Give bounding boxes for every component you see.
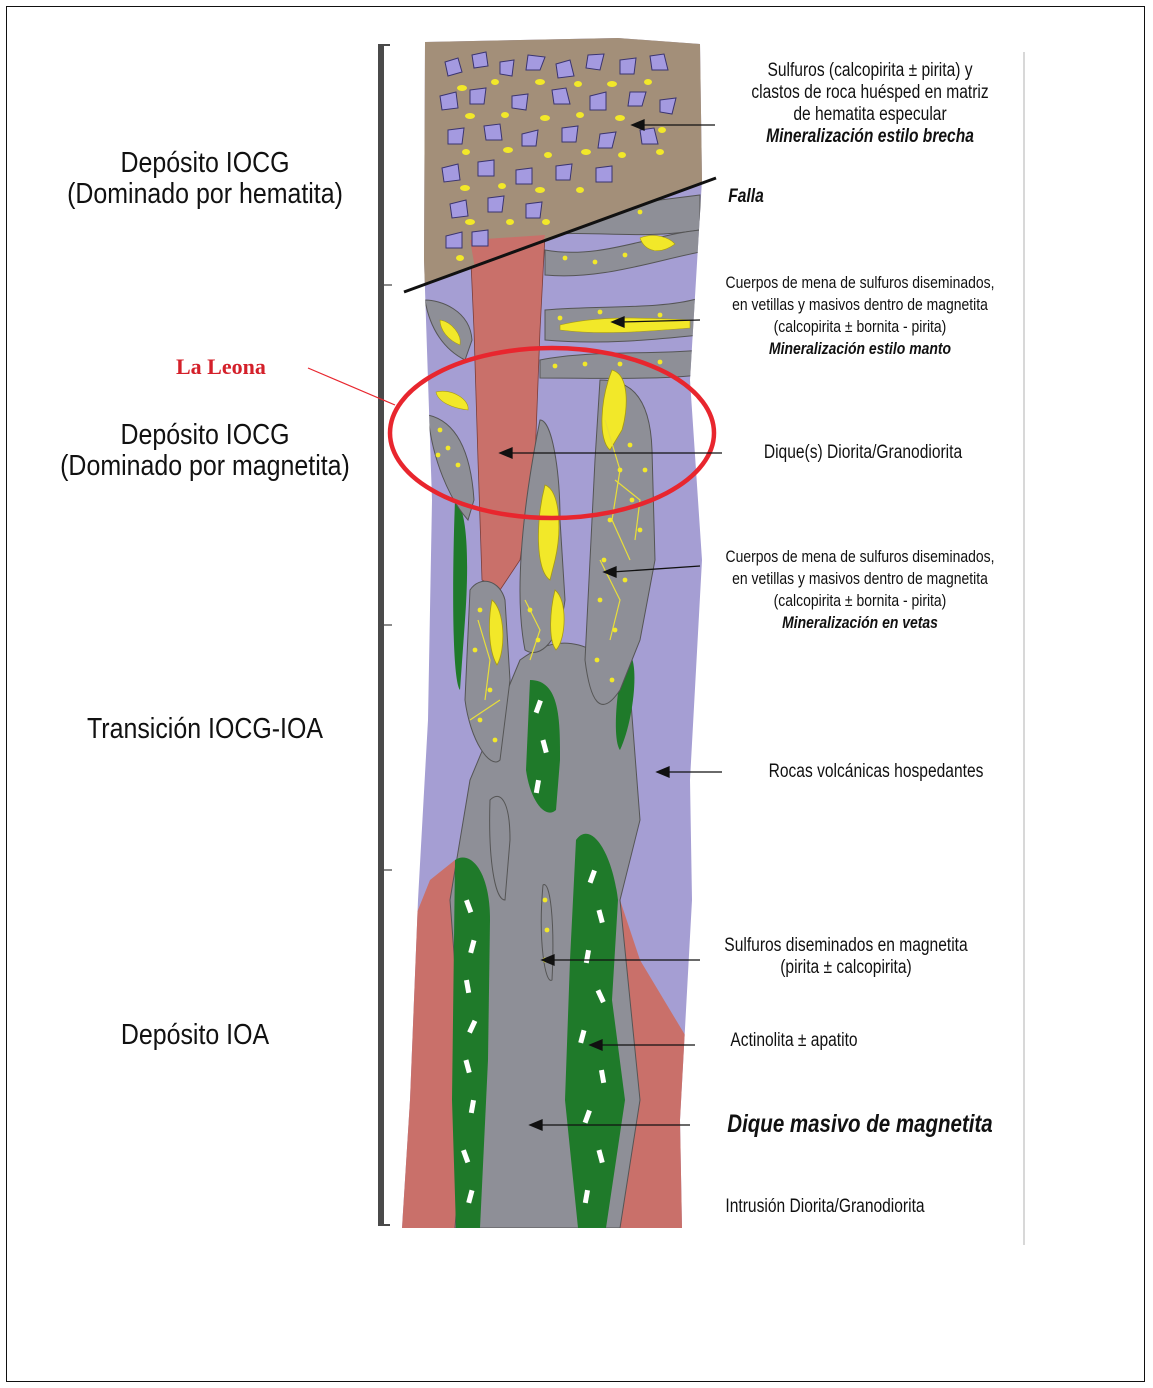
zone-label-hematite: Depósito IOCG (Dominado por hematita) [55,148,356,210]
label-vetas-line1: Cuerpos de mena de sulfuros diseminados, [712,546,1007,568]
label-actinolita: Actinolita ± apatito [712,1030,876,1052]
label-vetas: Cuerpos de mena de sulfuros diseminados,… [712,546,1007,634]
la-leona-label: La Leona [176,354,266,380]
label-sulfuros-magnetita: Sulfuros diseminados en magnetita (pirit… [715,935,977,979]
label-brecha-line1: Sulfuros (calcopirita ± pirita) y [722,60,1017,82]
label-falla: Falla [721,186,770,208]
zone-transition-line1: Transición IOCG-IOA [55,714,356,745]
zone-magnetite-line2: (Dominado por magnetita) [55,451,356,482]
label-sulfuros-line2: (pirita ± calcopirita) [715,957,977,979]
label-brecha-line4: Mineralización estilo brecha [722,126,1017,148]
depth-scale-bar [378,45,392,1225]
label-dique-masivo: Dique masivo de magnetita [721,1110,1000,1139]
label-manto-line3: (calcopirita ± bornita - pirita) [712,316,1007,338]
label-vetas-line4: Mineralización en vetas [712,612,1007,634]
zone-label-transition: Transición IOCG-IOA [55,714,356,745]
label-manto: Cuerpos de mena de sulfuros diseminados,… [712,272,1007,360]
label-vetas-line3: (calcopirita ± bornita - pirita) [712,590,1007,612]
zone-hematite-line1: Depósito IOCG [55,148,356,179]
label-manto-line2: en vetillas y masivos dentro de magnetit… [712,294,1007,316]
label-manto-line1: Cuerpos de mena de sulfuros diseminados, [712,272,1007,294]
zone-ioa-line1: Depósito IOA [45,1020,346,1051]
label-vetas-line2: en vetillas y masivos dentro de magnetit… [712,568,1007,590]
label-brecha-line3: de hematita especular [722,104,1017,126]
zone-magnetite-line1: Depósito IOCG [55,420,356,451]
label-intrusion: Intrusión Diorita/Granodiorita [706,1196,944,1218]
zone-hematite-line2: (Dominado por hematita) [55,179,356,210]
label-dique: Dique(s) Diorita/Granodiorita [752,442,973,464]
label-rocas: Rocas volcánicas hospedantes [753,761,999,783]
label-brecha-line2: clastos de roca huésped en matriz [722,82,1017,104]
label-manto-line4: Mineralización estilo manto [712,338,1007,360]
label-brecha: Sulfuros (calcopirita ± pirita) y clasto… [722,60,1017,148]
zone-label-ioa: Depósito IOA [45,1020,346,1051]
zone-label-magnetite: Depósito IOCG (Dominado por magnetita) [55,420,356,482]
geologic-column [380,30,720,1240]
label-sulfuros-line1: Sulfuros diseminados en magnetita [715,935,977,957]
